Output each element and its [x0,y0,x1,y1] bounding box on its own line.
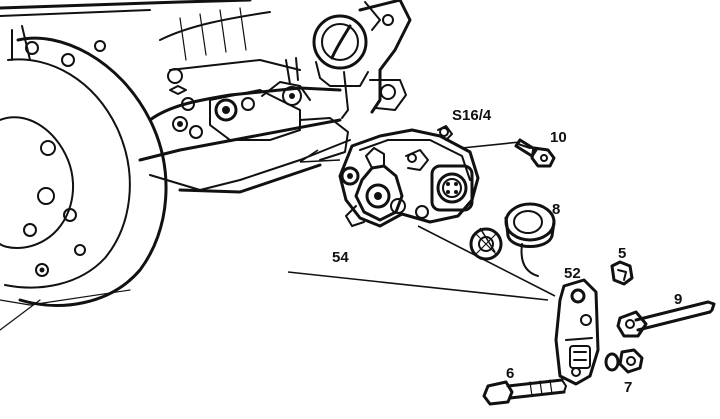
label-cap-8: 8 [552,201,560,218]
label-switch-s16-4: S16/4 [452,107,492,124]
leader-lines [287,141,556,301]
label-pin-9: 9 [674,291,682,308]
nut-part-7 [604,348,644,374]
label-bolt-6: 6 [506,365,514,382]
label-nut-7: 7 [624,379,632,396]
label-clip-5: 5 [618,245,626,262]
clip-part-5 [610,260,634,286]
bolt-part-6 [482,378,567,406]
selector-switch-s16-4 [338,125,480,228]
cap-part-8 [504,202,556,277]
label-bracket-52: 52 [564,265,581,282]
pin-part-9 [616,300,716,338]
bolt-part-10 [514,138,556,168]
label-lever-54: 54 [332,249,349,266]
part-labels: S16/4 54 10 8 5 52 9 6 7 [332,107,682,396]
lever-part-54 [345,147,404,227]
transmission-housing [0,0,412,331]
label-bolt-10: 10 [550,129,567,146]
bracket-part-52 [554,278,600,386]
washer-seal [469,227,503,261]
